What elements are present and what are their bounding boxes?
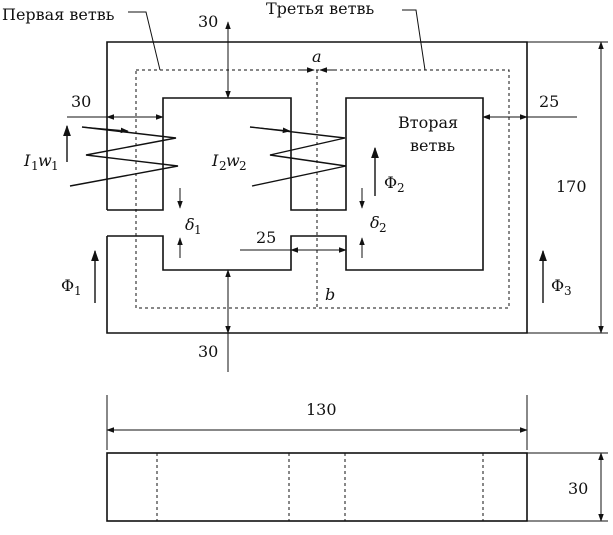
core-outer-outline <box>106 41 528 334</box>
gap-delta1-sub: 1 <box>194 223 202 237</box>
flux-phi2-symbol: Φ <box>384 173 397 192</box>
dim-height: 170 <box>556 177 587 196</box>
branch1-label: Первая ветвь <box>2 5 115 24</box>
coil2-I-sub: 2 <box>219 159 227 173</box>
coil2-winding <box>249 126 347 187</box>
gap-delta1: δ 1 <box>177 188 202 258</box>
flux-phi2-sub: 2 <box>397 181 405 195</box>
dim-right-leg: 25 <box>539 92 559 111</box>
gap-delta1-symbol: δ <box>185 215 195 234</box>
flux-phi3-symbol: Φ <box>551 276 564 295</box>
coil2-I: I <box>211 151 219 170</box>
gap-delta2-sub: 2 <box>379 221 387 235</box>
branch2-label-line1: Вторая <box>398 113 458 132</box>
branch2-label-line2: ветвь <box>410 136 455 155</box>
branch3-label: Третья ветвь <box>266 0 374 18</box>
side-view-body <box>106 452 528 522</box>
flux-phi1: Φ 1 <box>61 249 99 303</box>
flux-phi3-sub: 3 <box>564 284 572 298</box>
coil1-I: I <box>23 151 31 170</box>
dim-top-yoke: 30 <box>198 12 218 31</box>
dim-center-gap: 25 <box>256 228 276 247</box>
coil1-I-sub: 1 <box>31 159 39 173</box>
coil2-w: w <box>226 151 240 170</box>
flux-phi2: Φ 2 <box>371 146 405 196</box>
flux-phi1-symbol: Φ <box>61 276 74 295</box>
branch1-leader <box>128 11 161 71</box>
gap-delta2-symbol: δ <box>370 213 380 232</box>
coil-2: I 2 w 2 <box>211 126 347 187</box>
coil-1: I 1 w 1 <box>23 124 179 187</box>
gap-delta2: δ 2 <box>359 188 387 258</box>
flux-phi1-sub: 1 <box>74 284 82 298</box>
coil2-w-sub: 2 <box>239 159 247 173</box>
point-b-label: b <box>325 285 335 304</box>
core-side-view: 130 30 <box>106 395 608 522</box>
core-right-window <box>336 97 484 271</box>
coil1-w-sub: 1 <box>51 159 59 173</box>
flux-phi3: Φ 3 <box>539 249 572 303</box>
dim-depth: 30 <box>568 479 588 498</box>
mean-flux-path <box>135 69 510 309</box>
branch3-leader <box>402 9 426 71</box>
dim-width: 130 <box>306 400 337 419</box>
magnetic-core <box>106 41 528 334</box>
dim-left-leg: 30 <box>71 92 91 111</box>
coil1-winding <box>69 126 179 187</box>
point-a-label: a <box>312 47 322 66</box>
dim-bottom-yoke: 30 <box>198 342 218 361</box>
coil1-w: w <box>38 151 52 170</box>
